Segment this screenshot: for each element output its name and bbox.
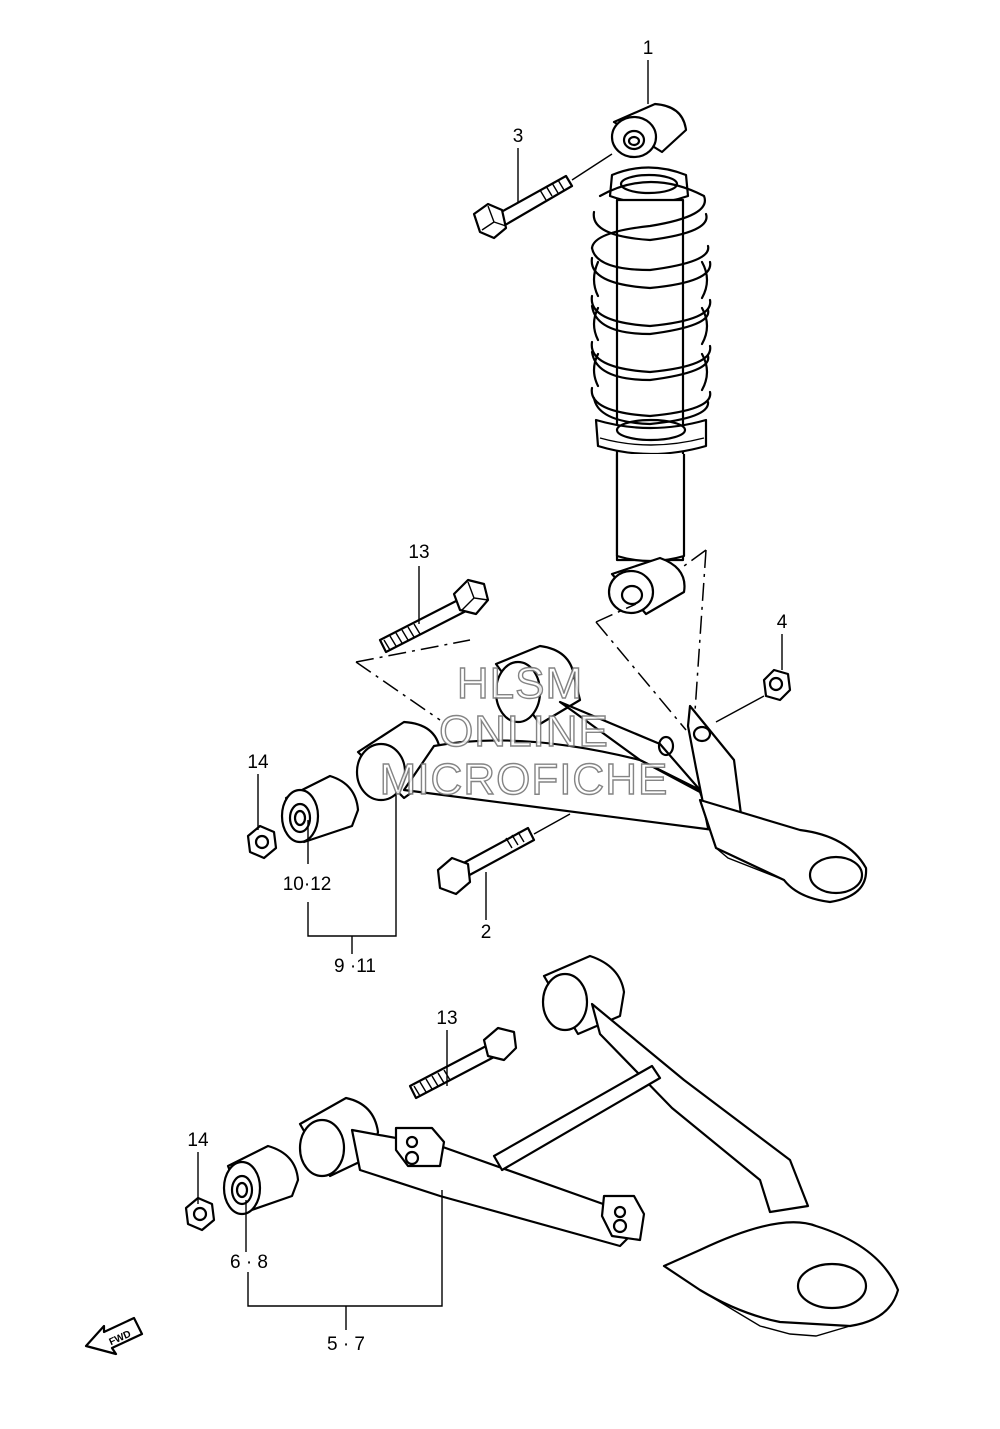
callout-4: 4 [777, 612, 788, 633]
callout-1: 1 [643, 38, 654, 59]
bolt-13-upper [378, 578, 490, 654]
watermark-line-1: HLSM [457, 659, 583, 708]
callout-5-7: 5 · 7 [327, 1334, 365, 1355]
callout-9-11: 9 ·11 [334, 956, 376, 977]
nut-14-upper [246, 824, 278, 860]
callout-13-upper: 13 [408, 542, 429, 563]
callout-14-lower: 14 [187, 1130, 209, 1151]
callout-14-upper: 14 [247, 752, 269, 773]
bolt-2 [436, 826, 536, 896]
nut-4 [762, 668, 792, 702]
guide-line [595, 603, 637, 623]
bolt-3 [472, 174, 574, 240]
lower-suspension-arm [298, 954, 900, 1337]
bolt-13-lower [408, 1026, 518, 1100]
shock-absorber [590, 102, 712, 616]
leader-lines [197, 60, 783, 1330]
callout-10-12: 10·12 [283, 874, 332, 895]
callout-3: 3 [513, 126, 524, 147]
nut-14-lower [184, 1196, 216, 1232]
upper-suspension-arm [355, 644, 868, 904]
callout-13-lower: 13 [436, 1008, 457, 1029]
guide-line [355, 661, 441, 721]
bushing-10-12 [280, 774, 360, 844]
guide-line [355, 639, 471, 663]
watermark-line-2: ONLINE [439, 707, 609, 756]
forward-direction-arrow: FWD [84, 1316, 144, 1356]
callout-2: 2 [481, 922, 492, 943]
callout-6-8: 6 · 8 [230, 1252, 268, 1273]
guide-line [683, 549, 707, 567]
watermark-line-3: MICROFICHE [380, 755, 669, 804]
watermark: HLSM ONLINE MICROFICHE [379, 658, 669, 804]
guide-line [595, 621, 687, 731]
guide-line [693, 549, 707, 727]
bushing-6-8 [222, 1144, 300, 1216]
